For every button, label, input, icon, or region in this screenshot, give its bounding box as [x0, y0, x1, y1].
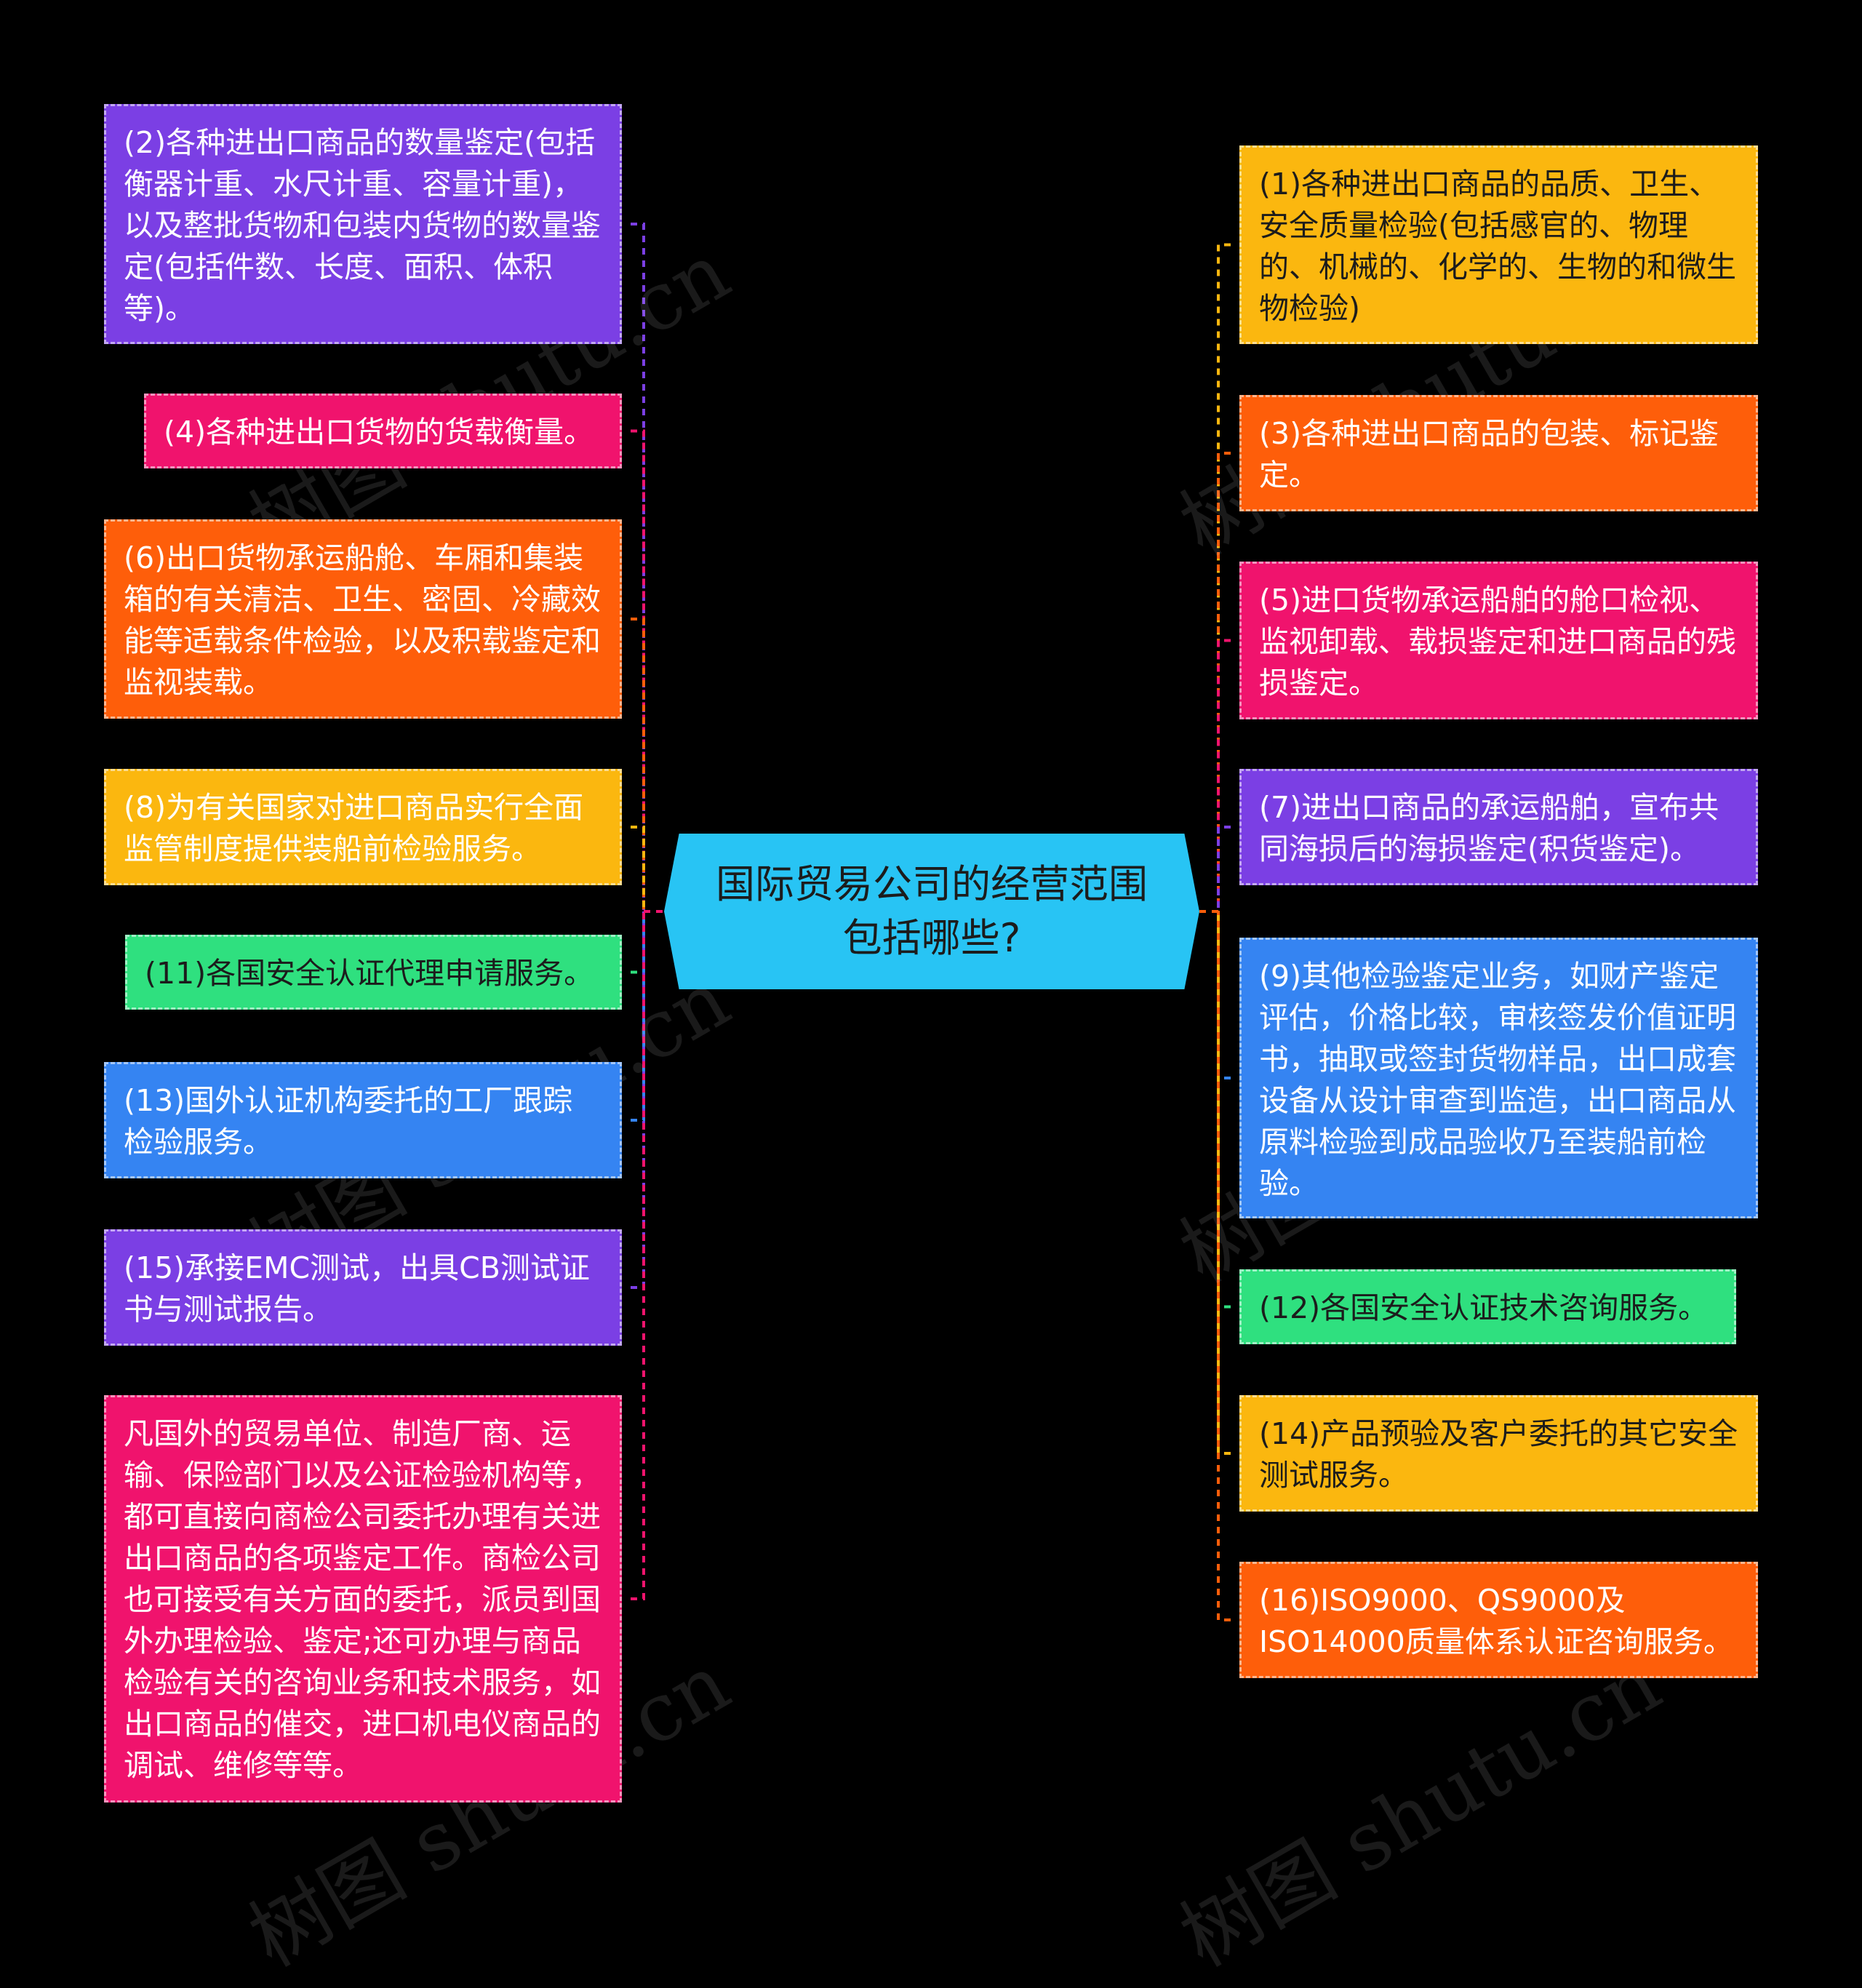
connector-right-7 — [1217, 911, 1231, 1455]
connector-left-7 — [631, 911, 645, 1289]
right-node-7[interactable]: (14)产品预验及客户委托的其它安全测试服务。 — [1239, 1395, 1758, 1512]
connector-right-5 — [1217, 911, 1231, 1079]
connector-left-5 — [631, 911, 645, 974]
right-node-4[interactable]: (7)进出口商品的承运船舶，宣布共同海损后的海损鉴定(积货鉴定)。 — [1239, 769, 1758, 885]
connector-right-1 — [1217, 243, 1231, 911]
right-node-5[interactable]: (9)其他检验鉴定业务，如财产鉴定评估，价格比较，审核签发价值证明书，抽取或签封… — [1239, 938, 1758, 1218]
connector-left-4 — [631, 826, 645, 911]
left-node-1[interactable]: (2)各种进出口商品的数量鉴定(包括衡器计重、水尺计重、容量计重)，以及整批货物… — [104, 104, 622, 344]
connector-right-2 — [1217, 452, 1231, 911]
connector-left-8 — [631, 911, 645, 1600]
connector-left-1 — [631, 223, 645, 911]
right-node-6[interactable]: (12)各国安全认证技术咨询服务。 — [1239, 1269, 1736, 1344]
left-node-5[interactable]: (11)各国安全认证代理申请服务。 — [125, 935, 622, 1010]
connector-left-2 — [631, 429, 645, 911]
right-node-8[interactable]: (16)ISO9000、QS9000及ISO14000质量体系认证咨询服务。 — [1239, 1562, 1758, 1678]
right-node-2[interactable]: (3)各种进出口商品的包装、标记鉴定。 — [1239, 395, 1758, 511]
right-node-3[interactable]: (5)进口货物承运船舶的舱口检视、监视卸载、载损鉴定和进口商品的残损鉴定。 — [1239, 562, 1758, 719]
connector-right-4 — [1217, 826, 1231, 911]
left-node-4[interactable]: (8)为有关国家对进口商品实行全面监管制度提供装船前检验服务。 — [104, 769, 622, 885]
connector-right-8 — [1217, 911, 1231, 1621]
central-topic-text: 国际贸易公司的经营范围包括哪些? — [716, 861, 1148, 961]
connector-left-3 — [631, 618, 645, 911]
connector-left-6 — [631, 911, 645, 1122]
left-node-3[interactable]: (6)出口货物承运船舱、车厢和集装箱的有关清洁、卫生、密固、冷藏效能等适载条件检… — [104, 519, 622, 719]
connector-right-3 — [1217, 639, 1231, 911]
left-node-8[interactable]: 凡国外的贸易单位、制造厂商、运输、保险部门以及公证检验机构等，都可直接向商检公司… — [104, 1395, 622, 1803]
central-topic[interactable]: 国际贸易公司的经营范围包括哪些? — [664, 834, 1199, 989]
left-node-6[interactable]: (13)国外认证机构委托的工厂跟踪检验服务。 — [104, 1062, 622, 1178]
left-node-7[interactable]: (15)承接EMC测试，出具CB测试证书与测试报告。 — [104, 1229, 622, 1346]
right-node-1[interactable]: (1)各种进出口商品的品质、卫生、安全质量检验(包括感官的、物理的、机械的、化学… — [1239, 145, 1758, 344]
left-node-2[interactable]: (4)各种进出口货物的货载衡量。 — [144, 394, 622, 468]
connector-right-6 — [1217, 911, 1231, 1309]
connector-lines — [631, 223, 1231, 1621]
